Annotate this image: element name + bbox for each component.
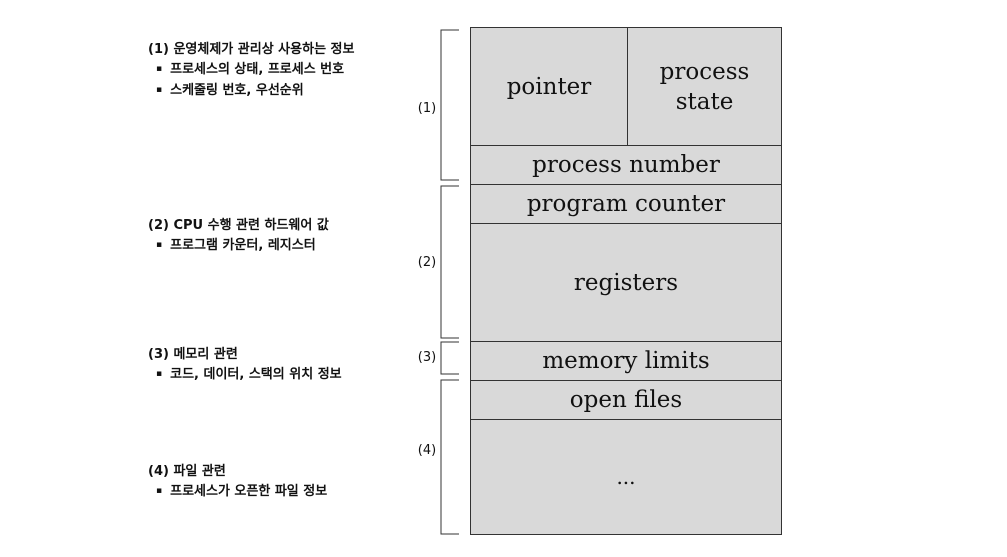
desc-bullet: 스케줄링 번호, 우선순위 [148,81,354,102]
desc-bullet: 프로세스의 상태, 프로세스 번호 [148,60,354,81]
desc-title: (4) 파일 관련 [148,464,226,479]
pcb-process-number-cell: process number [471,146,781,184]
pcb-registers-cell: registers [471,224,781,341]
divider [471,380,781,381]
bracket-4 [440,379,459,535]
pcb-process-state-label: process state [659,58,750,115]
divider [471,145,781,146]
pcb-pointer-label: pointer [506,73,592,100]
pcb-registers-label: registers [573,269,679,296]
desc-bullet: 프로그램 카운터, 레지스터 [148,236,329,257]
desc-os-management: (1) 운영체제가 관리상 사용하는 정보 프로세스의 상태, 프로세스 번호 … [148,40,354,102]
pcb-memory-limits-cell: memory limits [471,342,781,380]
bracket-label-4: (4) [417,443,437,458]
desc-title: (2) CPU 수행 관련 하드웨어 값 [148,218,329,233]
desc-memory: (3) 메모리 관련 코드, 데이터, 스택의 위치 정보 [148,345,342,386]
divider [627,28,628,145]
pcb-pointer-cell: pointer [471,28,627,145]
divider [471,184,781,185]
pcb-ellipsis-label: ... [616,465,636,489]
desc-title: (1) 운영체제가 관리상 사용하는 정보 [148,42,355,57]
desc-title: (3) 메모리 관련 [148,347,238,362]
pcb-diagram: pointer process state process number pro… [470,27,782,535]
desc-files: (4) 파일 관련 프로세스가 오픈한 파일 정보 [148,462,327,503]
pcb-program-counter-cell: program counter [471,185,781,223]
bracket-label-2: (2) [417,255,437,270]
pcb-program-counter-label: program counter [526,191,726,217]
pcb-process-state-cell: process state [628,28,781,145]
pcb-open-files-cell: open files [471,381,781,419]
bracket-1 [440,29,459,181]
desc-bullet: 프로세스가 오픈한 파일 정보 [148,482,327,503]
desc-bullet: 코드, 데이터, 스택의 위치 정보 [148,365,342,386]
bracket-2 [440,185,459,339]
pcb-ellipsis-cell: ... [471,420,781,534]
divider [471,419,781,420]
pcb-process-number-label: process number [532,152,720,178]
divider [471,341,781,342]
desc-cpu-hardware: (2) CPU 수행 관련 하드웨어 값 프로그램 카운터, 레지스터 [148,216,329,257]
bracket-label-3: (3) [417,350,437,365]
bracket-3 [440,341,459,375]
bracket-label-1: (1) [417,101,437,116]
divider [471,223,781,224]
pcb-memory-limits-label: memory limits [542,348,710,374]
pcb-open-files-label: open files [569,387,683,413]
